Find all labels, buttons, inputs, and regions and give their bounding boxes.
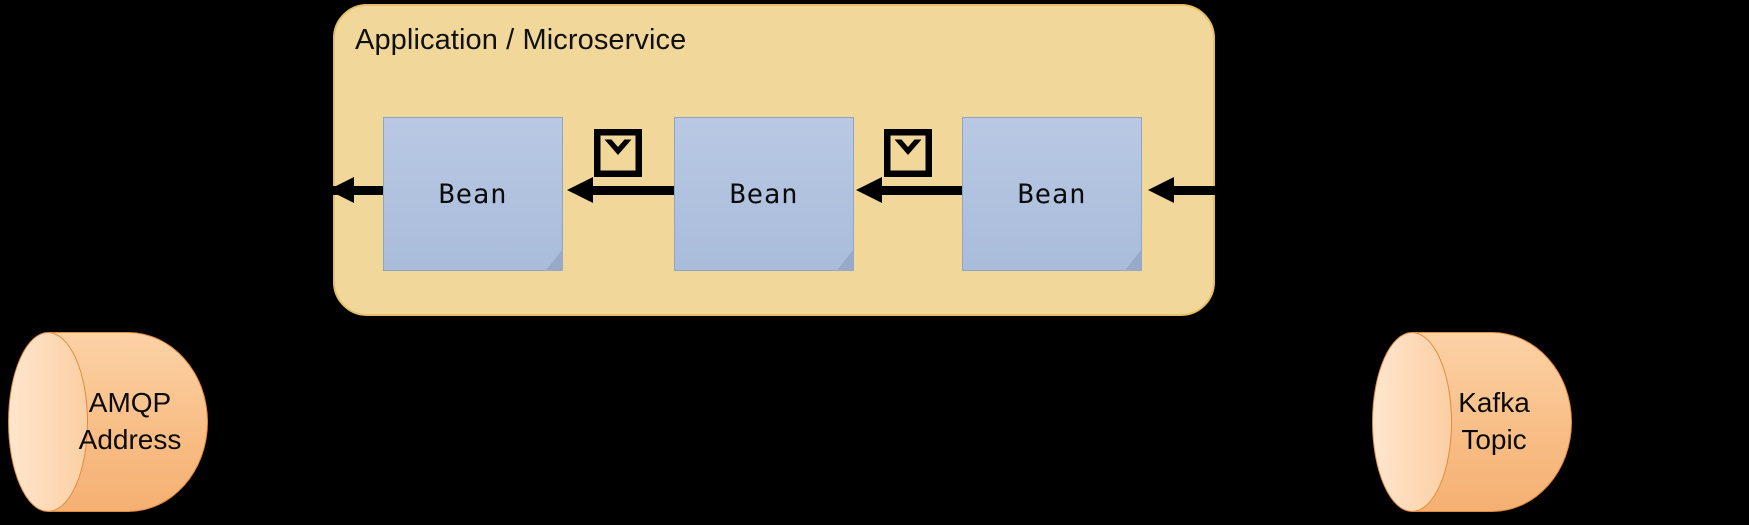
arrow-head [856, 177, 882, 203]
arrow-head [567, 177, 593, 203]
arrow-head [1148, 177, 1174, 203]
bean-box-1[interactable]: Bean [383, 117, 563, 271]
arrow-shaft [328, 186, 386, 195]
bean-label: Bean [1017, 178, 1087, 210]
arrow-shaft [878, 186, 966, 195]
bean-box-2[interactable]: Bean [674, 117, 854, 271]
bean-label: Bean [729, 178, 799, 210]
arrow-shaft [589, 186, 677, 195]
arrow-kafka-to-bean-3 [1148, 177, 1240, 203]
bean-box-3[interactable]: Bean [962, 117, 1142, 271]
arrow-shaft [1170, 186, 1240, 195]
bean-label: Bean [438, 178, 508, 210]
envelope-icon [884, 129, 932, 177]
envelope-icon [594, 129, 642, 177]
bean-body [674, 117, 854, 271]
bean-body [962, 117, 1142, 271]
bean-body [383, 117, 563, 271]
arrow-head [328, 177, 354, 203]
amqp-address-cylinder[interactable]: AMQP Address [8, 332, 208, 512]
application-microservice-title: Application / Microservice [355, 24, 687, 56]
arrow-bean-2-to-bean-1 [567, 177, 677, 203]
arrow-inbound-to-bean-1 [328, 177, 386, 203]
cylinder-cap-icon [1372, 332, 1452, 512]
arrow-bean-3-to-bean-2 [856, 177, 966, 203]
kafka-topic-cylinder[interactable]: Kafka Topic [1372, 332, 1572, 512]
cylinder-cap-icon [8, 332, 88, 512]
